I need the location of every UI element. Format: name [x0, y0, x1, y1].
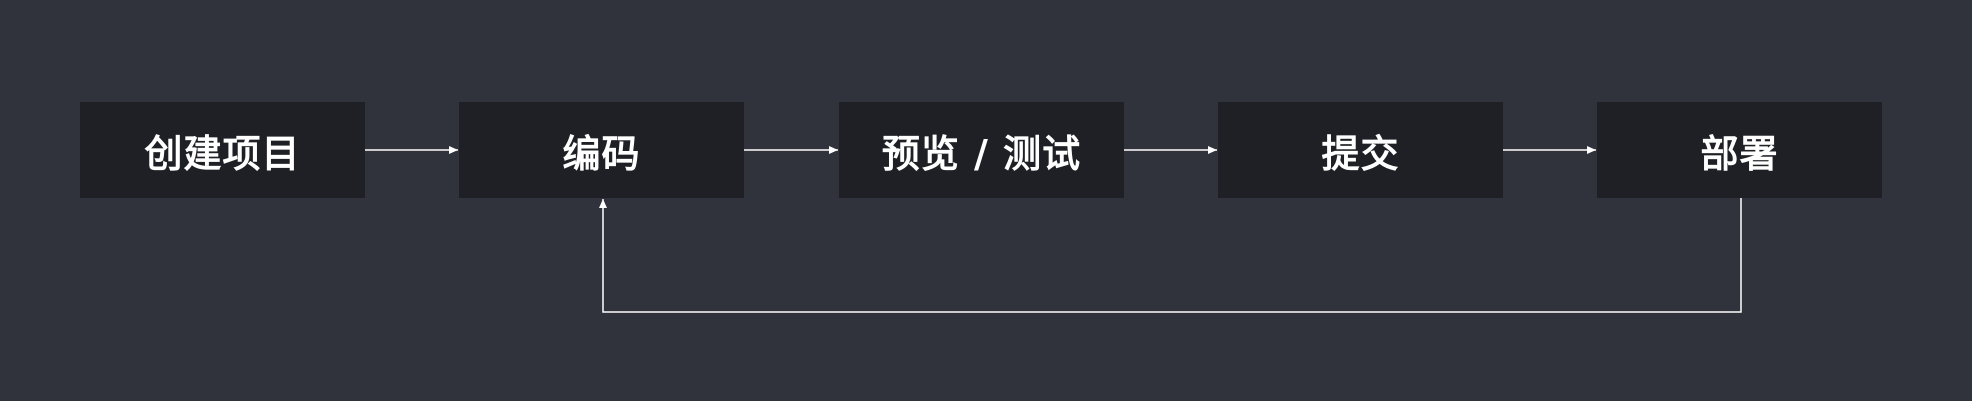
step-label: 提交: [1321, 131, 1400, 176]
step-preview-test: 预览 / 测试: [839, 102, 1124, 198]
step-deploy: 部署: [1597, 102, 1882, 198]
step-label: 编码: [562, 131, 641, 176]
step-commit: 提交: [1218, 102, 1503, 198]
step-create-project: 创建项目: [80, 102, 365, 198]
step-coding: 编码: [459, 102, 744, 198]
arrow-deploy-loop-back-to-code: [599, 198, 1742, 313]
step-label: 创建项目: [144, 131, 301, 176]
step-label: 部署: [1700, 131, 1779, 176]
step-label: 预览 / 测试: [881, 131, 1082, 176]
